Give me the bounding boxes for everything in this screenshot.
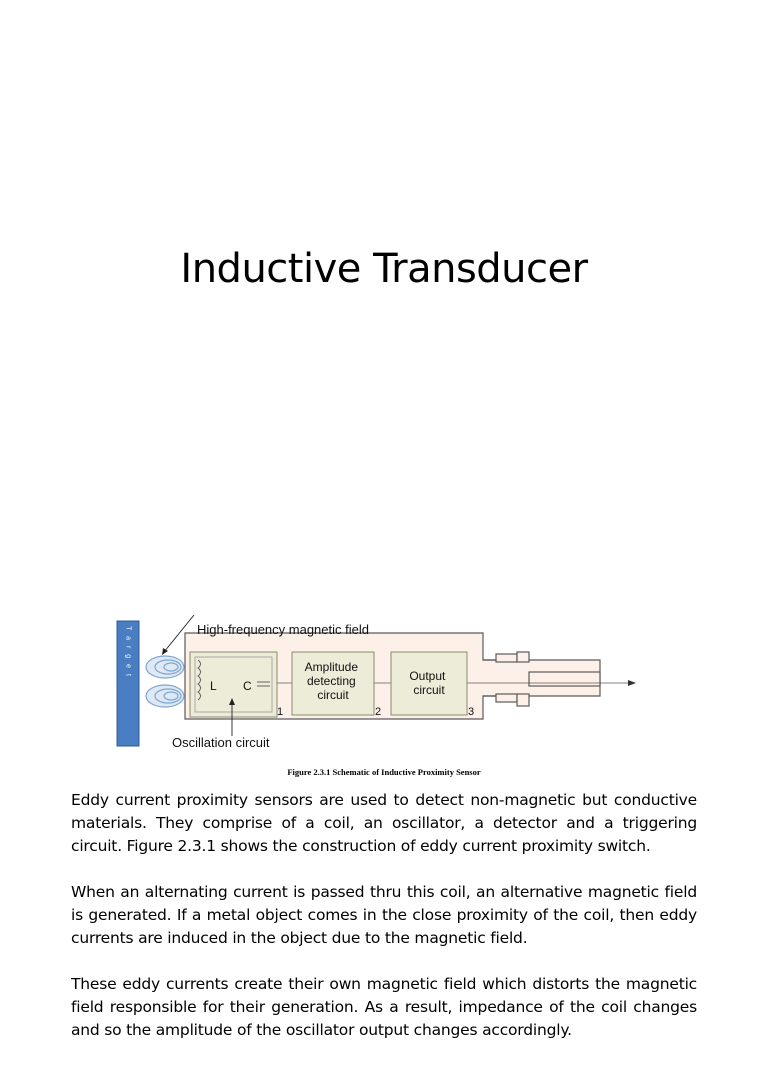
amplitude-block (291, 651, 375, 716)
output-block (390, 651, 468, 716)
capacitor-label: C (243, 679, 252, 693)
output-block-label: Output circuit (409, 669, 448, 697)
proximity-sensor-schematic: T a r g e t L C Amplitude detecting circ… (110, 612, 650, 762)
target-plate (116, 620, 140, 747)
amplitude-block-label: Amplitude detecting circuit (305, 660, 362, 702)
target-label: T a r g e t (125, 626, 132, 678)
magnetic-field-icon (145, 655, 185, 708)
paragraph-3: These eddy currents create their own mag… (71, 975, 697, 1039)
node-1-label: 1 (277, 706, 283, 718)
field-leader-line (163, 614, 195, 653)
node-3-label: 3 (468, 706, 474, 718)
paragraph-2: When an alternating current is passed th… (71, 883, 697, 947)
field-label: High-frequency magnetic field (197, 622, 369, 637)
page-title: Inductive Transducer (180, 245, 588, 292)
oscillation-label: Oscillation circuit (172, 735, 270, 750)
inductor-label: L (210, 679, 217, 693)
oscillation-block (189, 651, 278, 718)
body-text: Eddy current proximity sensors are used … (71, 789, 697, 1065)
figure-caption: Figure 2.3.1 Schematic of Inductive Prox… (287, 767, 481, 777)
node-2-label: 2 (375, 706, 381, 718)
inductor-symbol (197, 659, 201, 701)
output-arrow (628, 680, 636, 686)
paragraph-1: Eddy current proximity sensors are used … (71, 791, 697, 855)
